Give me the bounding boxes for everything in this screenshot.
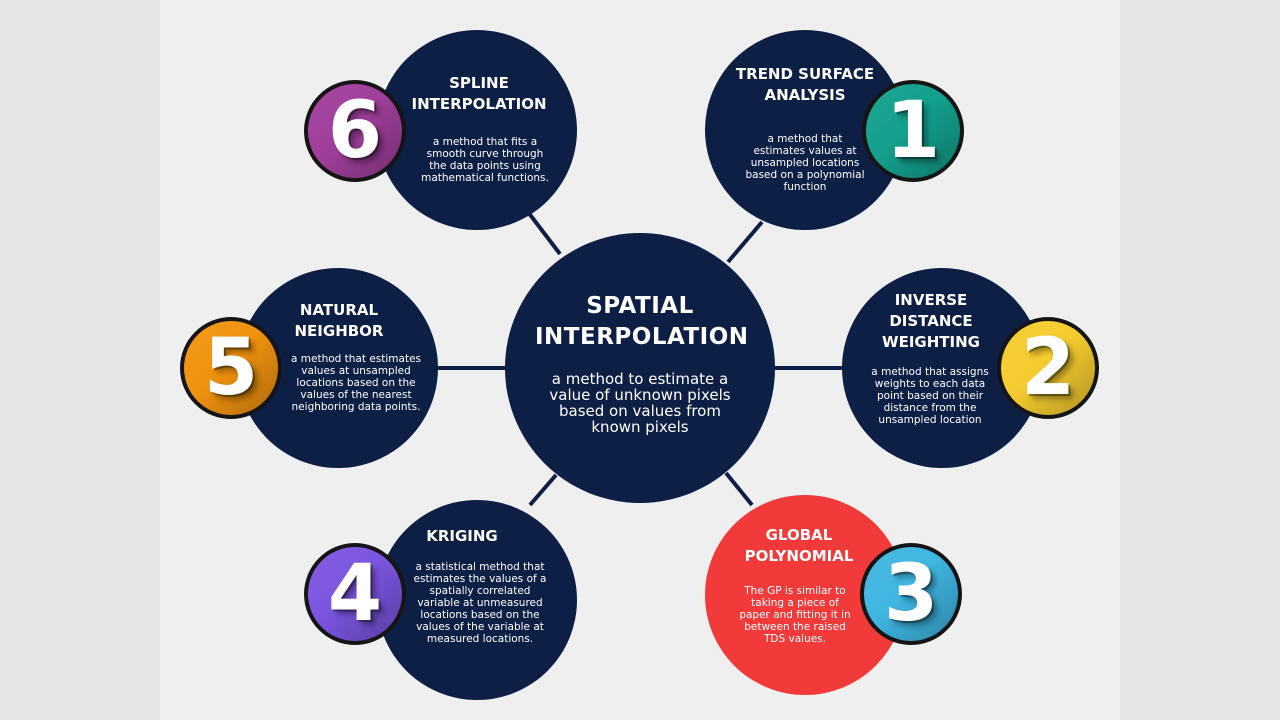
node-description: The GP is similar to taking a piece of p… [739,585,851,645]
node-title-line: GLOBAL [765,526,833,544]
hub-title-line-2: INTERPOLATION [535,324,749,350]
node-description: a statistical method that estimates the … [413,561,547,645]
hub-description: a method to estimate a value of unknown … [549,370,731,436]
badge-1: 1 [862,80,964,182]
badge-4: 4 [304,543,406,645]
hub-title-line-1: SPATIAL [586,293,694,319]
badge-2-number: 2 [1020,323,1076,413]
badge-5-number: 5 [203,323,259,413]
node-title-line: SPLINE [449,74,509,92]
badge-6-face: 6 [308,84,402,178]
node-title-line: TREND SURFACE [735,65,875,83]
connector-3 [724,471,754,507]
node-title: NATURAL NEIGHBOR [278,300,400,342]
badge-4-face: 4 [308,547,402,641]
page-margin-left [0,0,160,720]
badge-4-number: 4 [327,549,383,639]
badge-6: 6 [304,80,406,182]
node-global-polynomial: GLOBAL POLYNOMIAL The GP is similar to t… [705,495,905,695]
connector-1 [726,220,764,264]
connector-4 [528,473,558,507]
badge-2-face: 2 [1001,321,1095,415]
node-title: SPLINE INTERPOLATION [403,73,555,115]
node-title-line: DISTANCE [889,312,973,330]
node-title: GLOBAL POLYNOMIAL [723,525,875,567]
connector-6 [526,210,562,256]
node-title: INVERSE DISTANCE WEIGHTING [862,290,1000,353]
node-description: a method that estimates values at unsamp… [745,133,865,193]
badge-1-number: 1 [885,86,941,176]
badge-5: 5 [180,317,282,419]
node-description: a method that fits a smooth curve throug… [421,136,549,184]
node-kriging: KRIGING a statistical method that estima… [377,500,577,700]
hub-title: SPATIAL INTERPOLATION [535,291,749,353]
node-title-line: NATURAL [299,301,379,319]
node-title: KRIGING [417,526,507,547]
node-title-line: KRIGING [426,527,498,545]
badge-3: 3 [860,543,962,645]
node-title-line: WEIGHTING [882,333,980,351]
node-description: a method that assigns weights to each da… [871,366,989,426]
node-title-line: POLYNOMIAL [744,547,854,565]
badge-3-face: 3 [864,547,958,641]
node-title-line: INVERSE [894,291,968,309]
badge-5-face: 5 [184,321,278,415]
badge-1-face: 1 [866,84,960,178]
node-title-line: ANALYSIS [764,86,846,104]
node-title-line: NEIGHBOR [294,322,384,340]
badge-2: 2 [997,317,1099,419]
badge-6-number: 6 [327,86,383,176]
badge-3-number: 3 [883,549,939,639]
hub-circle: SPATIAL INTERPOLATION a method to estima… [505,233,775,503]
page-margin-right [1120,0,1280,720]
node-title-line: INTERPOLATION [411,95,547,113]
node-spline-interpolation: SPLINE INTERPOLATION a method that fits … [377,30,577,230]
node-title: TREND SURFACE ANALYSIS [723,64,887,106]
node-description: a method that estimates values at unsamp… [291,353,421,413]
